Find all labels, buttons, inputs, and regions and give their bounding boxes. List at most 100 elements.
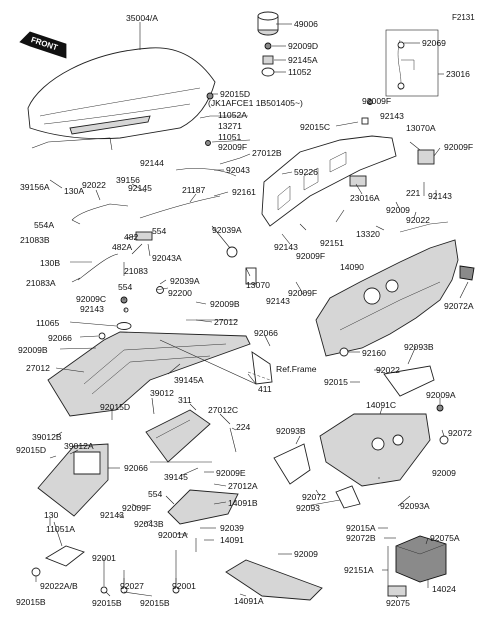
duct-311 [145,409,211,463]
tray-14091c [319,413,431,487]
clip-92009f-b [205,140,211,146]
latch-92072a [459,265,475,281]
label-92001: 92001 [92,553,116,563]
cap-11065 [116,322,132,330]
label-92001-b: 92001 [172,581,196,591]
nut-92022ab [31,567,41,577]
label-27012a: 27012A [228,481,258,491]
label-13070: 13070 [246,280,270,290]
label-92066-c: 92066 [124,463,148,473]
label-14091: 14091 [220,535,244,545]
label-13320: 13320 [356,229,380,239]
label-39012a: 39012A [64,441,94,451]
label-21083: 21083 [124,266,148,276]
label-23016: 23016 [446,69,470,79]
duct-39012a [37,443,109,517]
label-554-a: 554 [152,226,167,236]
label-92015a: 92015A [346,523,376,533]
bracket-411 [251,351,273,385]
label-92009d: 92009D [288,41,318,51]
label-92075a: 92075A [430,533,460,543]
nut-92015b-c [172,586,180,594]
label-27012b: 27012B [252,148,282,158]
label-92027: 92027 [120,581,144,591]
bracket-92093b-a [383,365,435,397]
label-92143-a: 92143 [380,111,404,121]
label-21187: 21187 [182,185,205,195]
label-92009-b: 92009 [432,468,456,478]
label-27012c: 27012C [208,405,238,415]
grommet-92145a [262,55,274,65]
pad-92075 [387,585,407,597]
label-39156a: 39156A [20,182,50,192]
tray-14091a [225,559,323,601]
label-39145a: 39145A [174,375,204,385]
label-92009f-d: 92009F [296,251,325,261]
grommet-92066-a [98,332,106,340]
label-92072a: 92072A [444,301,474,311]
diagram-code: F2131 [452,13,475,22]
label-92009b-a: 92009B [210,299,240,309]
label-92145: 92145 [128,183,152,193]
label-92022: 92022 [82,180,106,190]
label-13070a: 13070A [406,123,436,133]
bolt-92015d-a [206,92,214,100]
rod-39145a [159,339,257,385]
label-92039: 92039 [220,523,244,533]
label-92072-b: 92072 [302,492,326,502]
label-92069: 92069 [422,38,446,48]
label-221: 221 [406,188,421,198]
cable-21187 [139,195,221,219]
label-92093: 92093 [296,503,320,513]
label-92160: 92160 [362,348,386,358]
label-92009-a: 92009 [386,205,410,215]
label-92143-b: 92143 [428,191,452,201]
nut-92015b-b [120,586,128,594]
harness-23016-box [385,29,439,97]
label-92072b: 92072B [346,533,376,543]
label-224: 224 [236,422,251,432]
meter-panel-59226 [261,135,397,227]
label-92015: 92015 [324,377,348,387]
rod-224 [229,427,237,453]
bracket-13070 [245,267,257,285]
label-92043a: 92043A [152,253,182,263]
label-59226: 59226 [294,167,318,177]
label-92009b-b: 92009B [18,345,48,355]
label-92009e: 92009E [216,468,246,478]
label-11051: 11051 [218,132,241,142]
label-92143-e-mid: 92143 [266,296,290,306]
label-14091a: 14091A [234,596,264,606]
label-92066-a: 92066 [48,333,72,343]
label-92015c: 92015C [300,122,330,132]
label-92022-b: 92022 [406,215,430,225]
label-92022ab: 92022A/B [40,581,78,591]
label-92015d-b: 92015D [100,402,130,412]
plate-11051a [44,545,85,567]
spring-49006 [257,11,279,36]
label-92144: 92144 [140,158,164,168]
label-13271: 13271 [218,121,242,131]
label-92001a: 92001A [158,530,188,540]
label-92043: 92043 [226,165,250,175]
label-130b: 130B [40,258,60,268]
side-panel-14090 [315,221,459,357]
label-92143-d: 92143 [80,304,104,314]
bracket-92093 [335,485,361,509]
tray-14091b [167,489,239,525]
label-92009f-b: 92009F [218,142,247,152]
label-130a: 130A [64,186,84,196]
label-554a: 554A [34,220,54,230]
label-14091c: 14091C [366,400,396,410]
label-92015b-c: 92015B [140,598,170,608]
label-92143-c: 92143 [274,242,298,252]
front-arrow-badge: FRONT [19,31,67,59]
label-92009f-c: 92009F [444,142,473,152]
label-21083a: 21083A [26,278,56,288]
label-23016a: 23016A [350,193,380,203]
label-92015b-a: 92015B [16,597,46,607]
label-92009f-f: 92009F [122,503,151,513]
label-92072: 92072 [448,428,472,438]
label-92015d-c: 92015D [16,445,46,455]
